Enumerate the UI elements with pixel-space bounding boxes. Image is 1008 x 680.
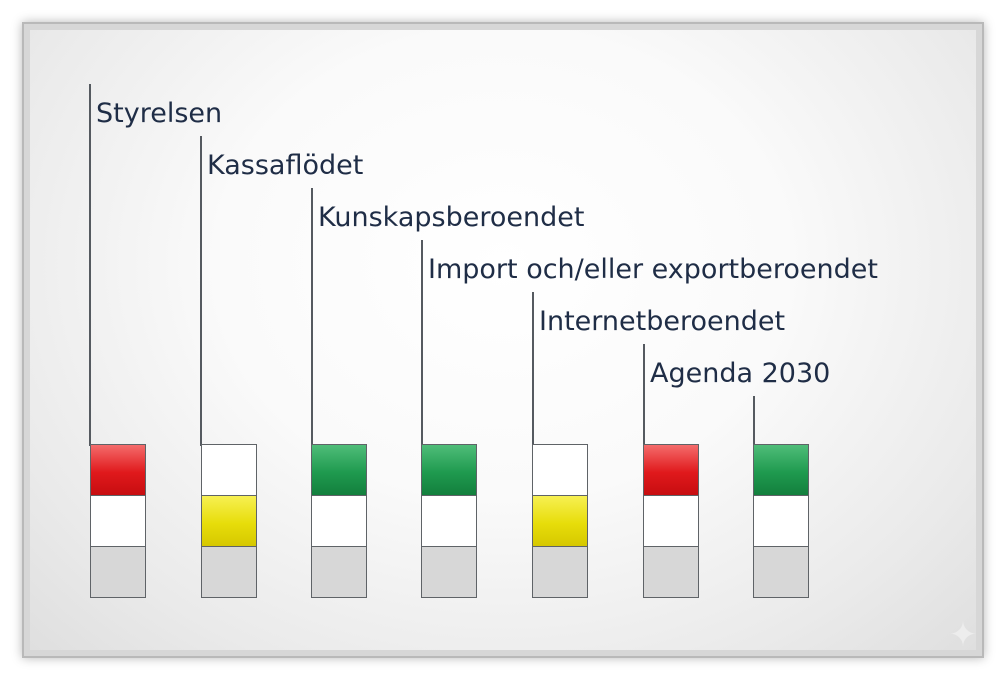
signal-cell-green (421, 444, 477, 496)
signal-cell-grey (421, 546, 477, 598)
signal-cell-empty (753, 495, 809, 547)
stem-last (753, 396, 755, 446)
signal-cell-grey (90, 546, 146, 598)
signal-cell-yellow (201, 495, 257, 547)
stem-kassaflodet (200, 136, 202, 446)
stem-kunskapsberoendet (311, 188, 313, 446)
signal-cell-red (643, 444, 699, 496)
label-kassaflodet: Kassaflödet (207, 150, 364, 181)
slide-frame: Styrelsen Kassaflödet Kunskapsberoendet … (22, 22, 984, 658)
label-kunskapsberoendet: Kunskapsberoendet (318, 202, 585, 233)
signal-cell-empty (532, 444, 588, 496)
signal-cell-grey (201, 546, 257, 598)
signal-cell-empty (421, 495, 477, 547)
signal-cell-yellow (532, 495, 588, 547)
signal-cell-grey (532, 546, 588, 598)
stem-agenda-2030 (643, 344, 645, 446)
label-import-export: Import och/eller exportberoendet (428, 254, 878, 285)
signal-cell-red (90, 444, 146, 496)
label-styrelsen: Styrelsen (96, 98, 223, 129)
stem-import-export (421, 240, 423, 446)
sparkle-icon: ✦ (948, 615, 978, 655)
signal-cell-empty (311, 495, 367, 547)
label-agenda-2030: Agenda 2030 (650, 358, 831, 389)
signal-cell-grey (753, 546, 809, 598)
signal-cell-green (311, 444, 367, 496)
signal-cell-empty (201, 444, 257, 496)
stem-internetberoendet (532, 292, 534, 446)
signal-cell-green (753, 444, 809, 496)
signal-cell-grey (311, 546, 367, 598)
signal-cell-grey (643, 546, 699, 598)
signal-cell-empty (90, 495, 146, 547)
signal-cell-empty (643, 495, 699, 547)
label-internetberoendet: Internetberoendet (539, 306, 786, 337)
stem-styrelsen (89, 84, 91, 446)
